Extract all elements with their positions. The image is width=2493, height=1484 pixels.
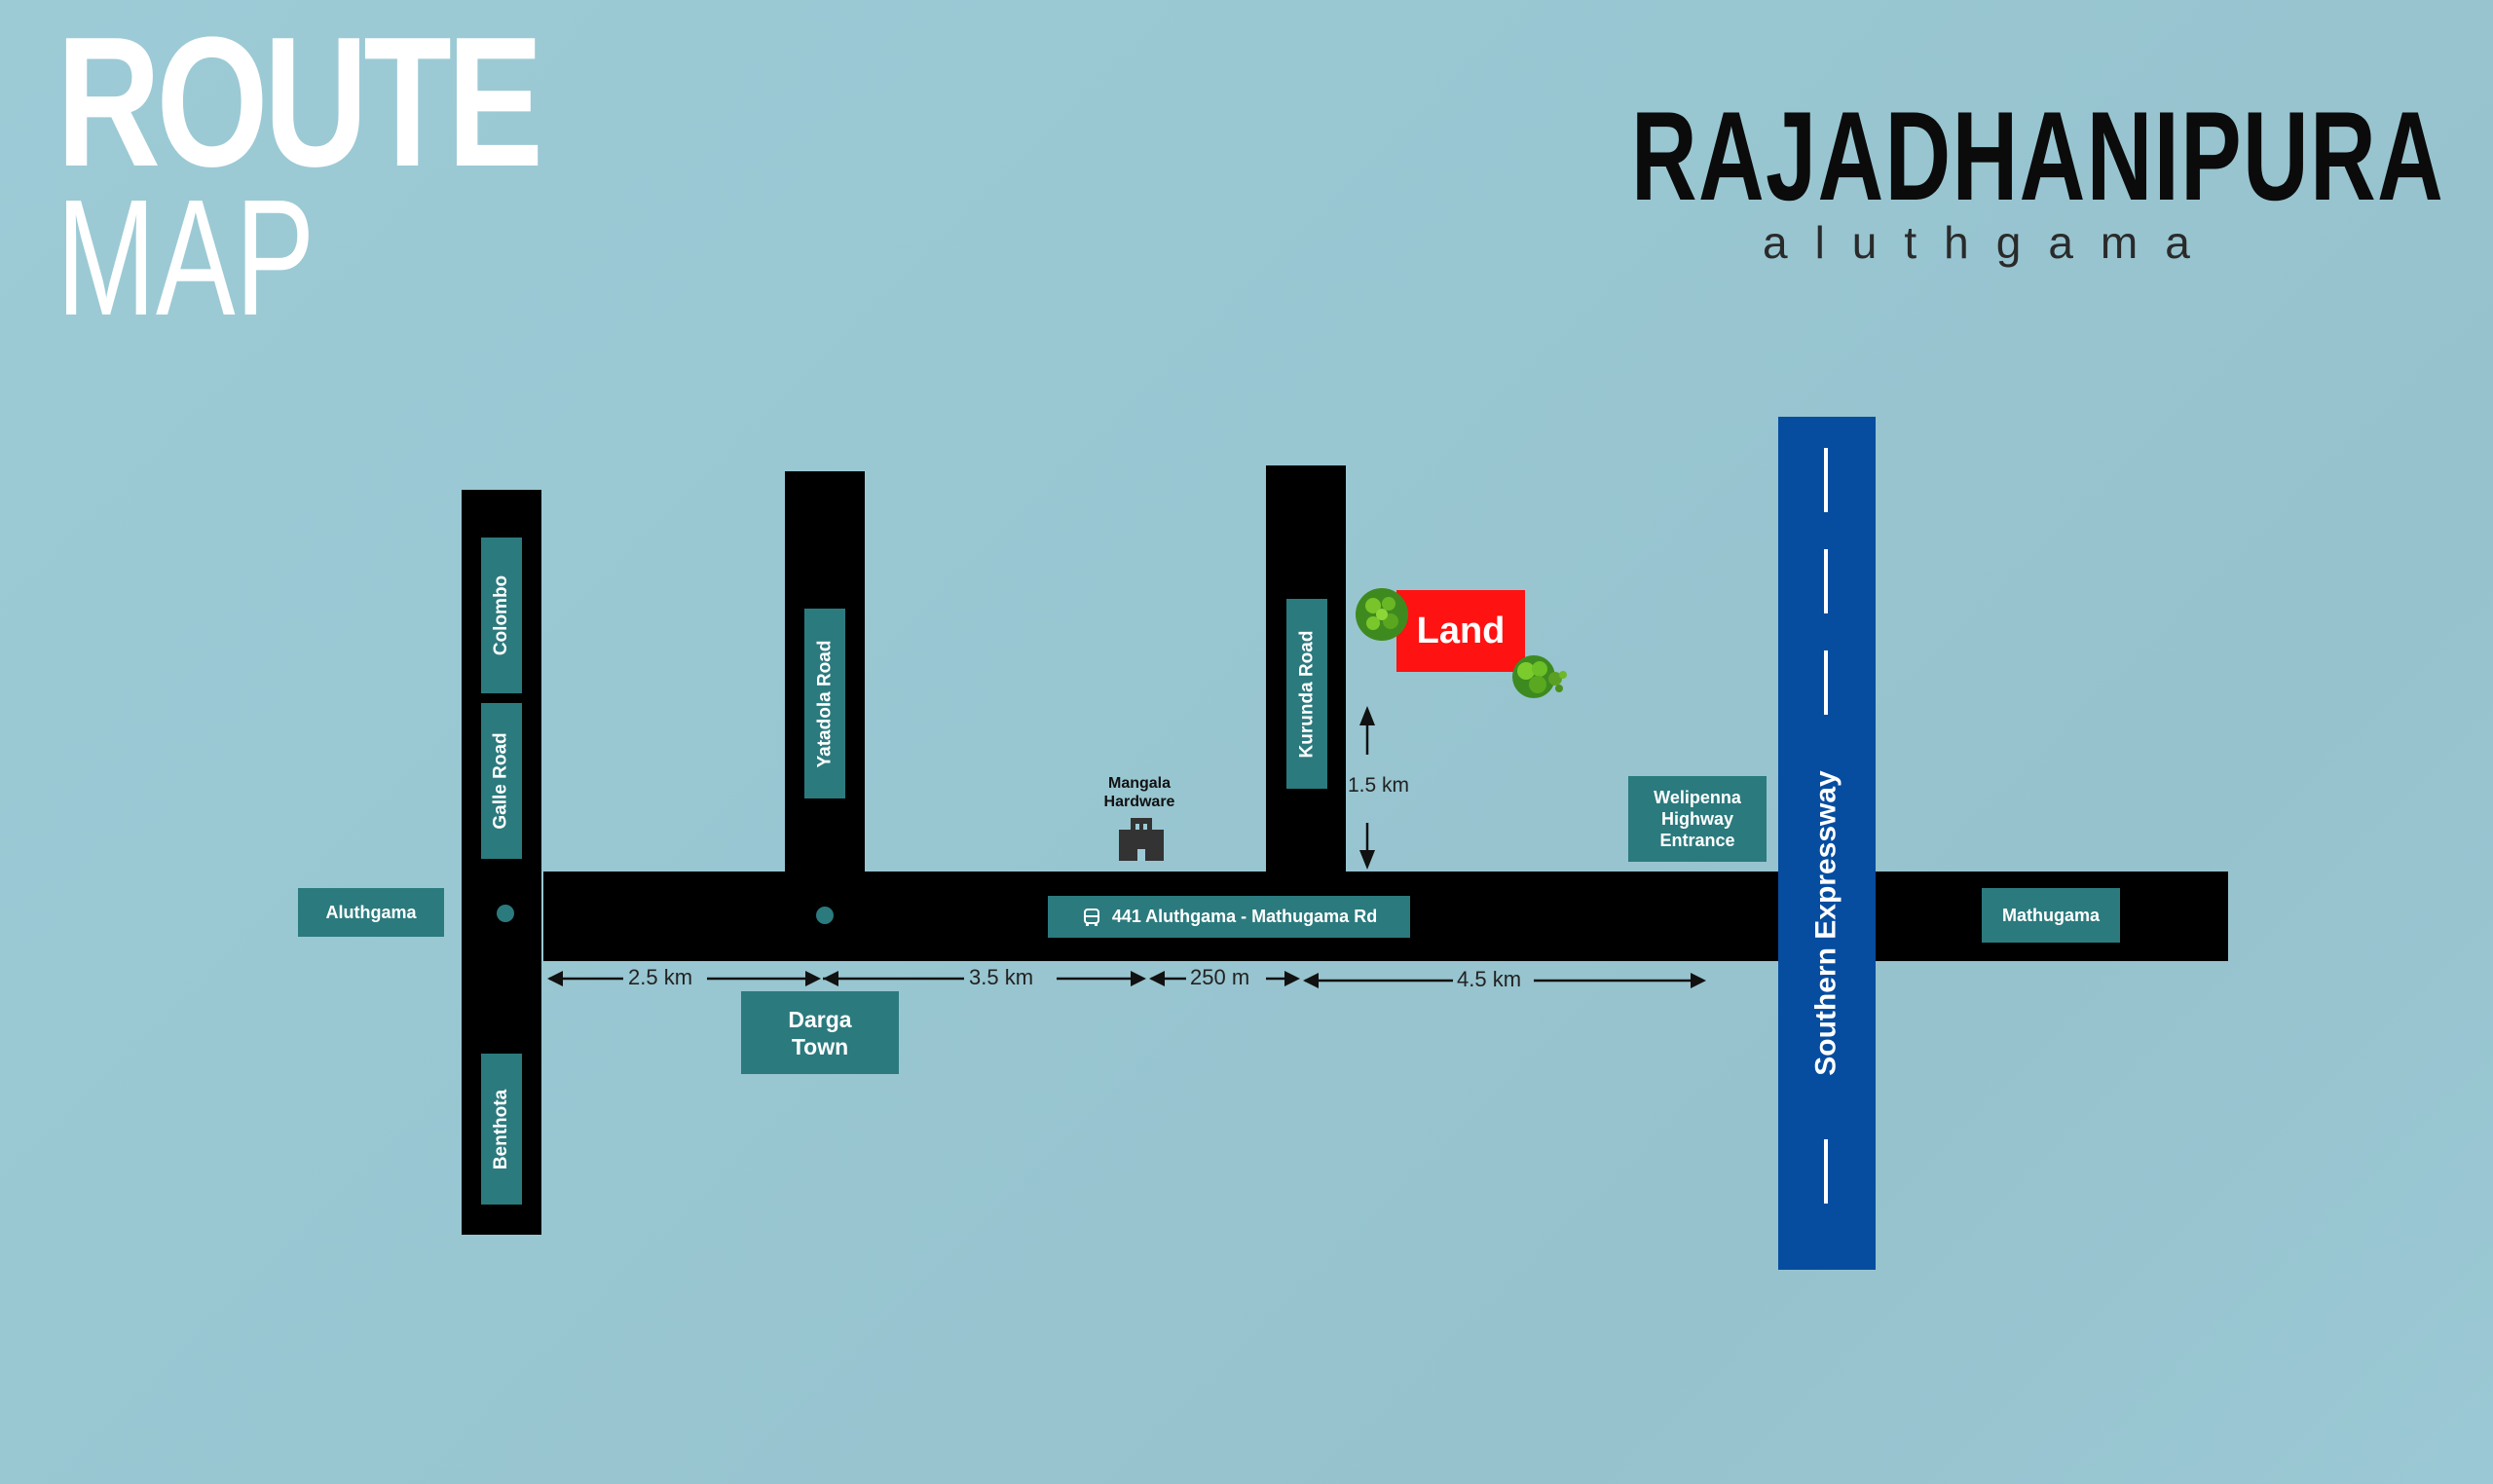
lane-dash bbox=[1824, 448, 1828, 512]
distance-label-4-5km: 4.5 km bbox=[1457, 967, 1522, 991]
building-icon bbox=[1119, 818, 1164, 861]
distance-label-2-5km: 2.5 km bbox=[628, 965, 693, 989]
hardware-label: Mangala Hardware bbox=[1103, 775, 1175, 810]
place-subtitle: aluthgama bbox=[1763, 217, 2217, 268]
kurunda-road-label: Kurunda Road bbox=[1286, 599, 1327, 789]
route-title: ROUTE bbox=[56, 0, 543, 205]
lane-dash bbox=[1824, 1139, 1828, 1204]
darga-town-label: Darga Town bbox=[741, 991, 899, 1074]
aluthgama-label: Aluthgama bbox=[298, 888, 444, 937]
benthota-label: Benthota bbox=[481, 1054, 522, 1205]
main-road-label: 441 Aluthgama - Mathugama Rd bbox=[1048, 896, 1410, 938]
map-title: MAP bbox=[56, 166, 316, 351]
bus-icon bbox=[1083, 908, 1099, 926]
land-marker: Land bbox=[1396, 590, 1525, 672]
southern-expressway: Southern Expressway bbox=[1778, 417, 1876, 1270]
place-name: RAJADHANIPURA bbox=[1631, 85, 2445, 227]
distance-label-3-5km: 3.5 km bbox=[969, 965, 1034, 989]
galle-road-label: Galle Road bbox=[481, 703, 522, 859]
junction-dot bbox=[816, 907, 834, 924]
distance-label-1-5km: 1.5 km bbox=[1348, 774, 1410, 797]
distance-label-250m: 250 m bbox=[1190, 965, 1250, 989]
lane-dash bbox=[1824, 549, 1828, 613]
main-road-label-text: 441 Aluthgama - Mathugama Rd bbox=[1111, 907, 1378, 926]
colombo-label: Colombo bbox=[481, 538, 522, 693]
tree-icon bbox=[1356, 588, 1408, 641]
welipenna-label: Welipenna Highway Entrance bbox=[1628, 776, 1767, 862]
tree-icon bbox=[1512, 655, 1567, 698]
yatadola-road-label: Yatadola Road bbox=[804, 609, 845, 798]
junction-dot bbox=[497, 905, 514, 922]
lane-dash bbox=[1824, 650, 1828, 715]
mathugama-label: Mathugama bbox=[1982, 888, 2120, 943]
